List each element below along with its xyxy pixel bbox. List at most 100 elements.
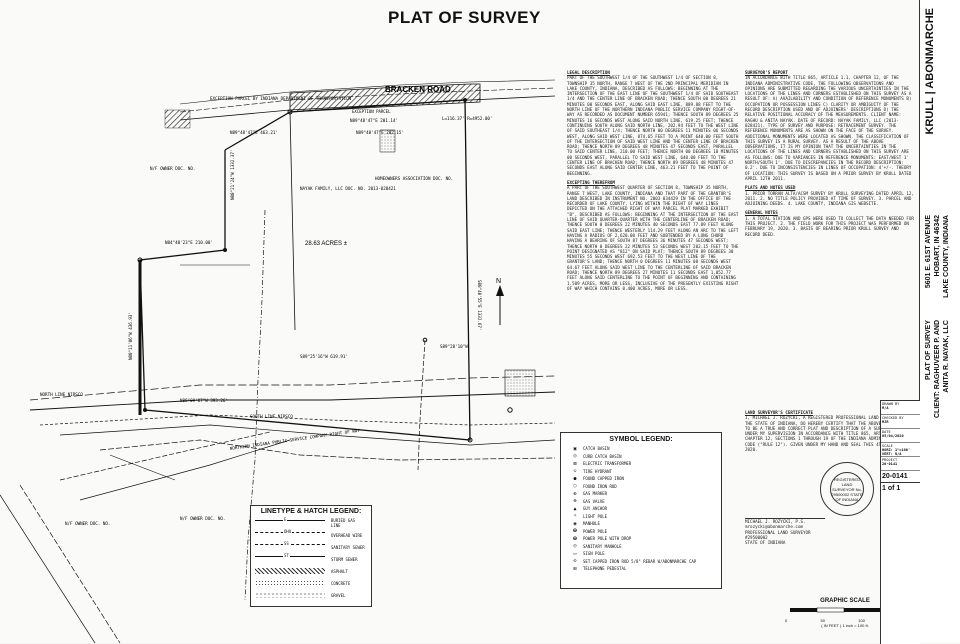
legal-text: PART OF THE SOUTHWEST 1/4 OF THE SOUTHWE… bbox=[567, 75, 739, 176]
surveyor-certificate: LAND SURVEYOR'S CERTIFICATE I, MICHAEL J… bbox=[745, 410, 915, 505]
plat-heading: PLATS AND NOTES USED bbox=[745, 185, 796, 191]
exception-text: A PART OF THE SOUTHWEST QUARTER OF SECTI… bbox=[567, 185, 739, 291]
project-title: ANITA R. NAYAK, LLC bbox=[943, 320, 950, 393]
legend-symbol-icon: ◎ bbox=[573, 453, 577, 460]
north-arrow-icon: N bbox=[496, 278, 504, 325]
symbol-legend-row: ▭ SIGN POLE bbox=[561, 550, 721, 558]
owner-label: N/F OWNER DOC. NO. bbox=[150, 166, 195, 171]
symbol-legend-row: ▲ GUY ANCHOR bbox=[561, 505, 721, 513]
general-heading: GENERAL NOTES bbox=[745, 210, 778, 216]
symbol-legend-heading: SYMBOL LEGEND: bbox=[609, 436, 673, 443]
bearing-label: L=116.37' R=4952.00' bbox=[442, 116, 492, 121]
linetype-sample: OHU bbox=[255, 528, 325, 539]
legend-symbol-label: CURB CATCH BASIN bbox=[583, 453, 622, 459]
project-title: PLAT OF SURVEY bbox=[925, 320, 932, 381]
symbol-legend-row: ◎ CURB CATCH BASIN bbox=[561, 453, 721, 461]
legend-symbol-label: TELEPHONE PEDESTAL bbox=[583, 566, 627, 572]
owner-label: NORTHERN INDIANA PUBLIC SERVICE COMPANY … bbox=[229, 428, 360, 451]
legend-symbol-icon: ▣ bbox=[573, 445, 577, 452]
symbol-legend-row: ▣CATCH BASIN bbox=[561, 445, 721, 453]
legend-symbol-label: TIRE HYDRANT bbox=[583, 468, 612, 474]
legend-symbol-label: GUY ANCHOR bbox=[583, 506, 608, 512]
symbol-legend-row: ⊠ELECTRIC TRANSFORMER bbox=[561, 460, 721, 468]
legend-symbol-icon: ⊗ bbox=[573, 498, 577, 505]
linetype-legend-row: ST STORM SEWER bbox=[251, 552, 371, 565]
legend-symbol-icon: ⴲ bbox=[572, 528, 578, 535]
linetype-label: OVERHEAD WIRE bbox=[331, 532, 363, 538]
plat-drawing: N BRACKEN ROAD 28.63 ACRES ± EXCEPTION P… bbox=[0, 79, 556, 643]
bearing-label: N89°48'47"E 201.14' bbox=[350, 118, 398, 123]
bearing-label: S00°40'55"E 1332.67' bbox=[477, 280, 482, 330]
legend-symbol-icon: ⊙ bbox=[573, 558, 577, 565]
legend-symbol-label: SET CAPPED IRON ROD 5/8" REBAR W/ABONMAR… bbox=[583, 558, 697, 564]
owner-label: N/F OWNER DOC. NO. bbox=[65, 521, 110, 526]
bearing-label: N89°48'47"E 463.21' bbox=[230, 130, 278, 135]
svg-text:N: N bbox=[496, 278, 501, 285]
linetype-sample bbox=[255, 592, 325, 598]
linetype-sample: ST bbox=[255, 552, 325, 563]
linetype-sample: SS bbox=[255, 540, 325, 551]
project-number: 20-0141 bbox=[882, 473, 908, 480]
linetype-label: STORM SEWER bbox=[331, 556, 358, 562]
symbol-legend-row: ⊕ GAS MARKER bbox=[561, 490, 721, 498]
surveyor-signature-block: MICHAEL J. ROZYCKI, P.S. mrozycki@abonma… bbox=[745, 518, 825, 549]
legend-symbol-icon: ▭ bbox=[573, 550, 577, 557]
legend-symbol-icon: ◎ bbox=[573, 543, 577, 550]
surveyor-seal: REGISTERED LAND SURVEYOR No. 29500002 ST… bbox=[820, 462, 874, 516]
legend-symbol-label: FOUND IRON ROD bbox=[583, 483, 617, 489]
bearing-label: N89°09'07"W 393.26' bbox=[180, 398, 228, 403]
report-heading: SURVEYOR'S REPORT bbox=[745, 70, 788, 75]
cert-heading: LAND SURVEYOR'S CERTIFICATE bbox=[745, 410, 814, 415]
legend-symbol-icon: ⊕ bbox=[573, 490, 577, 497]
graphic-scale: GRAPHIC SCALE 0 50 100 200 ( IN FEET ) 1… bbox=[770, 598, 920, 628]
road-name: BRACKEN ROAD bbox=[385, 85, 451, 94]
linetype-sample: E bbox=[255, 516, 325, 527]
linetype-legend-heading: LINETYPE & HATCH LEGEND: bbox=[260, 508, 362, 515]
owner-label: SOUTH LINE NIPSCO bbox=[250, 414, 293, 419]
legend-symbol-icon: ☼ bbox=[573, 513, 577, 520]
legend-symbol-label: LIGHT POLE bbox=[583, 513, 608, 519]
firm-name: KRULL | ABONMARCHE bbox=[924, 8, 936, 135]
linetype-label: SANITARY SEWER bbox=[331, 544, 365, 550]
bearing-label: N84°40'23"E 210.00' bbox=[165, 240, 213, 245]
scale-tick: 50 bbox=[820, 618, 825, 623]
legend-symbol-label: MANHOLE bbox=[583, 521, 600, 527]
scale-bar bbox=[790, 607, 898, 613]
address-line: 5601 E. 61ST AVENUE bbox=[925, 215, 932, 289]
plat-text: 1. PRIOR TORRAN ALTA/ACSM SURVEY BY KRUL… bbox=[745, 190, 914, 207]
surveyor-email: mrozycki@abonmarche.com bbox=[745, 524, 803, 530]
scale-note: ( IN FEET ) 1 inch = 100 ft. bbox=[821, 623, 869, 628]
bearing-label: N00°11'06"W 436.93' bbox=[128, 312, 133, 360]
legend-symbol-icon: ▲ bbox=[573, 505, 577, 512]
cert-text: I, MICHAEL J. ROZYCKI, A REGISTERED PROF… bbox=[745, 415, 914, 453]
owner-label: NORTH LINE NIPSCO bbox=[40, 392, 83, 397]
legend-symbol-label: FOUND CAPPED IRON bbox=[583, 476, 624, 482]
legend-symbol-label: SIGN POLE bbox=[583, 551, 605, 557]
scale-tick: 100 bbox=[858, 618, 865, 623]
legend-symbol-label: GAS VALVE bbox=[583, 498, 605, 504]
legend-symbol-label: SANITARY MANHOLE bbox=[583, 543, 622, 549]
symbol-legend: SYMBOL LEGEND: ▣CATCH BASIN◎CURB CATCH B… bbox=[560, 432, 722, 589]
bearing-label: S89°25'16"W 619.91' bbox=[300, 354, 348, 359]
owner-label: N/F OWNER DOC. NO. bbox=[180, 516, 225, 521]
title-panel: KRULL | ABONMARCHE 5601 E. 61ST AVENUE H… bbox=[919, 0, 960, 643]
symbol-legend-row: ⊗ GAS VALVE bbox=[561, 498, 721, 506]
bearing-label: N89°48'47"E 202.15' bbox=[356, 130, 404, 135]
linetype-sample bbox=[255, 568, 325, 574]
legend-symbol-label: GAS MARKER bbox=[583, 491, 608, 497]
legend-symbol-label: POWER POLE WITH DROP bbox=[583, 536, 632, 542]
parcel-boundary bbox=[139, 99, 471, 441]
linetype-sample bbox=[255, 580, 325, 586]
symbol-legend-row: ◎ SANITARY MANHOLE bbox=[561, 543, 721, 551]
address-line: HOBART, IN 46342 bbox=[934, 215, 941, 277]
bearing-label: N00°21'24"W 1332.37' bbox=[230, 150, 235, 200]
owner-label: HOMEOWNERS ASSOCIATION DOC. NO. bbox=[375, 176, 453, 181]
